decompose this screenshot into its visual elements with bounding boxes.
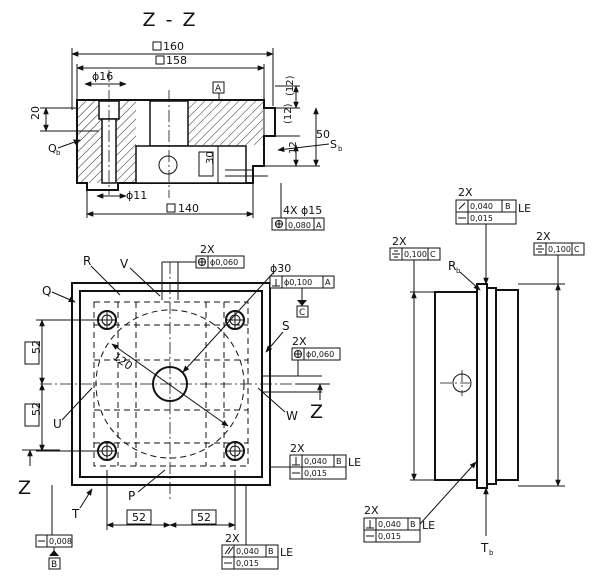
side-fcf-top-le: LE [518, 202, 531, 215]
label-sb-sub: b [338, 145, 343, 153]
dim-20: 20 [29, 106, 42, 120]
section-title: Z - Z [143, 9, 198, 31]
label-sb: S [330, 138, 337, 151]
dim-160: 160 [163, 40, 184, 53]
holes-count: 4X ϕ15 [283, 204, 322, 217]
label-q: Q [42, 284, 51, 298]
section-view: 160 158 ϕ16 20 A (12) (12) 12 50 30 [29, 40, 343, 231]
dim-140: 140 [178, 202, 199, 215]
datum-c: C [299, 308, 305, 318]
fcf-mid-le: LE [348, 456, 361, 469]
side-fcf-bottom-datum: B [410, 520, 416, 529]
dim-30: 30 [205, 151, 216, 164]
fcf-top-tol: ϕ0,060 [210, 258, 238, 267]
datum-a: A [215, 84, 222, 94]
fcf-bottom-datum: B [268, 547, 274, 556]
side-fcf-top-tol2: 0,015 [470, 214, 493, 223]
holes-fcf-tol: 0,080 [288, 221, 311, 230]
label-p: P [128, 489, 135, 503]
side-view: 2X 0,040 B LE 0,015 2X 0,100 C 2X 0,100 … [363, 186, 585, 557]
fcf-top-count: 2X [200, 243, 215, 256]
fcf-phi30-datum: A [325, 278, 331, 287]
hole-br [225, 441, 245, 461]
plan-view: 120 ϕ30 ϕ0,100 A C 2X ϕ0,060 2X ϕ0,060 R [18, 243, 361, 570]
fcf-phi30-tol: ϕ0,100 [284, 278, 312, 287]
dim-120: 120 [110, 350, 135, 373]
label-u: U [53, 417, 62, 431]
side-fcf-bottom-le: LE [422, 519, 435, 532]
label-tb: T [480, 541, 489, 555]
label-r: R [83, 254, 91, 268]
dim-12c: 12 [288, 141, 299, 154]
dim-phi30: ϕ30 [270, 262, 291, 275]
fcf-mid-tol1: 0,040 [304, 457, 327, 466]
label-z-right: Z [310, 401, 323, 423]
fcf-bottom-le: LE [280, 546, 293, 559]
holes-fcf-datum: A [316, 221, 322, 230]
dim-12a: (12) [285, 75, 296, 96]
side-fcf-bottom-tol1: 0,040 [378, 520, 401, 529]
dim-158: 158 [166, 54, 187, 67]
flat-tol: 0,008 [49, 537, 72, 546]
fcf-mid-count: 2X [290, 442, 305, 455]
label-qb-sub: b [56, 149, 61, 157]
label-rb-sub: b [456, 267, 461, 275]
side-fcf-top-tol1: 0,040 [470, 202, 493, 211]
side-fcf-left-count: 2X [392, 235, 407, 248]
label-s: S [282, 319, 290, 333]
side-fcf-top-datum: B [505, 202, 511, 211]
side-fcf-left-tol: 0,100 [404, 250, 427, 259]
label-v: V [120, 257, 129, 271]
fcf-mid-datum: B [336, 457, 342, 466]
hole-tr [225, 310, 245, 330]
fcf-right-count: 2X [292, 335, 307, 348]
dim-52-vert-top: 52 [30, 340, 43, 354]
side-fcf-right-count: 2X [536, 230, 551, 243]
label-tb-sub: b [489, 549, 494, 557]
side-fcf-left-datum: C [430, 250, 436, 259]
side-fcf-top-count: 2X [458, 186, 473, 199]
dim-phi11: ϕ11 [126, 189, 147, 202]
fcf-right-tol: ϕ0,060 [306, 350, 334, 359]
side-fcf-right-tol: 0,100 [548, 245, 571, 254]
fcf-bottom-tol2: 0,015 [236, 559, 259, 568]
label-w: W [286, 409, 298, 423]
side-fcf-bottom-tol2: 0,015 [378, 532, 401, 541]
side-fcf-right-datum: C [574, 245, 580, 254]
dim-52-vert-bottom: 52 [30, 402, 43, 416]
label-z-left: Z [18, 477, 31, 499]
fcf-bottom-tol1: 0,040 [236, 547, 259, 556]
fcf-mid-tol2: 0,015 [304, 469, 327, 478]
dim-50: 50 [316, 128, 330, 141]
dim-52-horiz-right: 52 [197, 511, 211, 524]
dim-12b: (12) [283, 103, 294, 124]
label-rb: R [448, 259, 456, 273]
dim-52-horiz-left: 52 [132, 511, 146, 524]
datum-b: B [51, 560, 57, 570]
label-t: T [71, 507, 80, 521]
dim-phi16: ϕ16 [92, 70, 113, 83]
fcf-bottom-count: 2X [225, 532, 240, 545]
label-qb: Q [48, 142, 57, 155]
side-fcf-bottom-count: 2X [364, 504, 379, 517]
